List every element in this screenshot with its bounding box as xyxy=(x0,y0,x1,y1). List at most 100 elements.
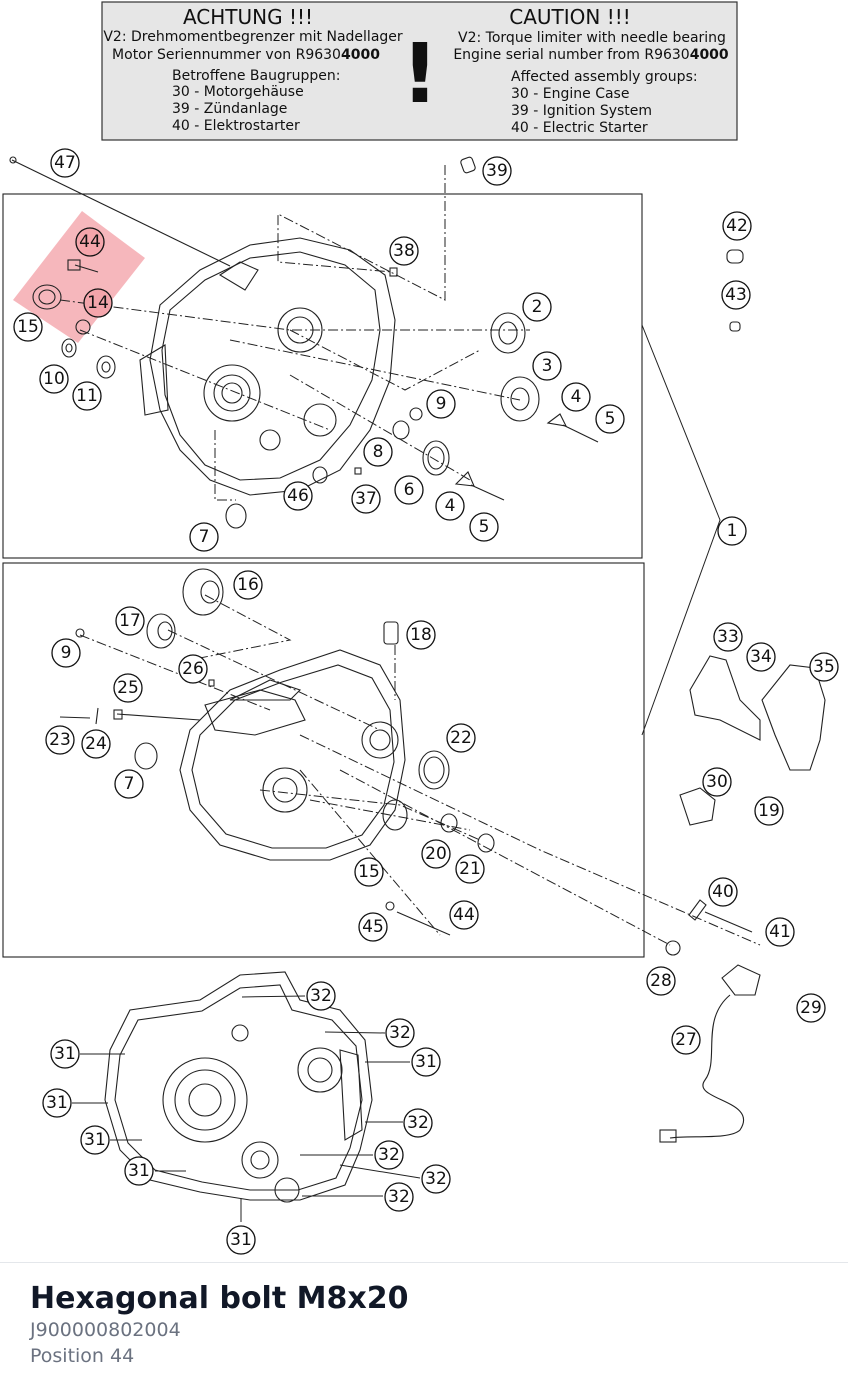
callout-20[interactable]: 20 xyxy=(421,839,451,869)
part-9-seal-b xyxy=(75,628,85,638)
callout-6[interactable]: 6 xyxy=(394,475,424,505)
callout-33[interactable]: 33 xyxy=(713,622,743,652)
svg-text:22: 22 xyxy=(450,728,472,748)
callout-15-upper[interactable]: 15 xyxy=(13,312,43,342)
small-parts xyxy=(9,156,826,1143)
svg-text:47: 47 xyxy=(54,153,76,173)
callout-31-f[interactable]: 31 xyxy=(226,1225,256,1255)
callout-7-lower[interactable]: 7 xyxy=(114,769,144,799)
svg-text:7: 7 xyxy=(124,774,135,794)
lower-section-frame xyxy=(2,562,645,958)
callout-30[interactable]: 30 xyxy=(702,767,732,797)
part-44-bolt-b xyxy=(396,911,451,936)
svg-text:34: 34 xyxy=(750,647,772,667)
callout-39[interactable]: 39 xyxy=(482,156,512,186)
callout-25[interactable]: 25 xyxy=(113,673,143,703)
part-26-pin xyxy=(208,679,215,687)
callout-32-f[interactable]: 32 xyxy=(384,1182,414,1212)
engine-case-left-half xyxy=(139,237,396,496)
callout-38[interactable]: 38 xyxy=(389,236,419,266)
callout-17[interactable]: 17 xyxy=(115,606,145,636)
callout-42[interactable]: 42 xyxy=(722,211,752,241)
callout-40[interactable]: 40 xyxy=(708,877,738,907)
callout-4-upper[interactable]: 4 xyxy=(561,382,591,412)
callout-31-d[interactable]: 31 xyxy=(80,1125,110,1155)
callout-43[interactable]: 43 xyxy=(721,280,751,310)
callout-2[interactable]: 2 xyxy=(522,292,552,322)
svg-text:10: 10 xyxy=(43,369,65,389)
notice-en-groups-heading: Affected assembly groups: xyxy=(511,69,698,85)
callout-5-lower[interactable]: 5 xyxy=(469,512,499,542)
svg-text:21: 21 xyxy=(459,859,481,879)
svg-text:9: 9 xyxy=(436,394,447,414)
callout-18[interactable]: 18 xyxy=(406,620,436,650)
part-5-bolt-b xyxy=(470,484,505,501)
part-position: Position 44 xyxy=(30,1345,135,1367)
notice-en-line1: V2: Torque limiter with needle bearing xyxy=(458,30,726,46)
callout-27[interactable]: 27 xyxy=(671,1025,701,1055)
callout-46[interactable]: 46 xyxy=(283,481,313,511)
part-3-bearing xyxy=(500,376,540,422)
callout-35[interactable]: 35 xyxy=(809,652,839,682)
callout-31-b[interactable]: 31 xyxy=(411,1047,441,1077)
callout-26[interactable]: 26 xyxy=(178,654,208,684)
callout-31-a[interactable]: 31 xyxy=(50,1039,80,1069)
callout-32-d[interactable]: 32 xyxy=(374,1140,404,1170)
notice-de-groups-heading: Betroffene Baugruppen: xyxy=(172,68,340,84)
svg-text:15: 15 xyxy=(17,317,39,337)
callout-4-lower[interactable]: 4 xyxy=(435,491,465,521)
callout-45[interactable]: 45 xyxy=(358,912,388,942)
callout-29[interactable]: 29 xyxy=(796,993,826,1023)
svg-text:31: 31 xyxy=(415,1052,437,1072)
callout-32-e[interactable]: 32 xyxy=(421,1164,451,1194)
callout-41[interactable]: 41 xyxy=(765,917,795,947)
callout-47[interactable]: 47 xyxy=(50,148,80,178)
part-16-bearing xyxy=(182,568,224,616)
svg-text:46: 46 xyxy=(287,486,309,506)
part-45-washer xyxy=(385,901,395,911)
callout-1[interactable]: 1 xyxy=(717,516,747,546)
callout-28[interactable]: 28 xyxy=(646,966,676,996)
svg-text:4: 4 xyxy=(445,496,456,516)
callout-16[interactable]: 16 xyxy=(233,570,263,600)
notice-en-title: CAUTION !!! xyxy=(509,5,631,29)
part-18-sensor xyxy=(383,621,399,645)
svg-text:29: 29 xyxy=(800,998,822,1018)
callout-19[interactable]: 19 xyxy=(754,796,784,826)
svg-text:43: 43 xyxy=(725,285,747,305)
callout-31-e[interactable]: 31 xyxy=(124,1156,154,1186)
svg-text:1: 1 xyxy=(727,521,738,541)
callout-34[interactable]: 34 xyxy=(746,642,776,672)
part-35-cover xyxy=(761,664,826,771)
part-4-plate-a xyxy=(546,413,567,427)
callout-31-c[interactable]: 31 xyxy=(42,1088,72,1118)
callout-15-lower[interactable]: 15 xyxy=(354,857,384,887)
callout-11[interactable]: 11 xyxy=(72,381,102,411)
callout-24[interactable]: 24 xyxy=(81,729,111,759)
callout-10[interactable]: 10 xyxy=(39,364,69,394)
callout-44-lower[interactable]: 44 xyxy=(449,900,479,930)
callout-8[interactable]: 8 xyxy=(363,437,393,467)
part-22-seal xyxy=(418,750,450,790)
callout-23[interactable]: 23 xyxy=(45,725,75,755)
svg-text:32: 32 xyxy=(378,1145,400,1165)
svg-text:19: 19 xyxy=(758,801,780,821)
callout-7-upper[interactable]: 7 xyxy=(189,522,219,552)
callout-32-c[interactable]: 32 xyxy=(403,1108,433,1138)
svg-text:9: 9 xyxy=(61,643,72,663)
svg-text:38: 38 xyxy=(393,241,415,261)
callout-5-upper[interactable]: 5 xyxy=(595,404,625,434)
callout-32-a[interactable]: 32 xyxy=(306,981,336,1011)
callout-44-selected[interactable]: 44 xyxy=(75,227,105,257)
callout-3[interactable]: 3 xyxy=(532,351,562,381)
callout-14[interactable]: 14 xyxy=(83,288,113,318)
svg-text:11: 11 xyxy=(76,386,98,406)
callout-22[interactable]: 22 xyxy=(446,723,476,753)
callout-21[interactable]: 21 xyxy=(455,854,485,884)
part-15-ring-b xyxy=(382,799,408,831)
callout-32-b[interactable]: 32 xyxy=(385,1018,415,1048)
callout-9-lower[interactable]: 9 xyxy=(51,638,81,668)
callout-9-upper[interactable]: 9 xyxy=(426,389,456,419)
bottom-view-leaders xyxy=(72,995,421,1222)
callout-37[interactable]: 37 xyxy=(351,484,381,514)
